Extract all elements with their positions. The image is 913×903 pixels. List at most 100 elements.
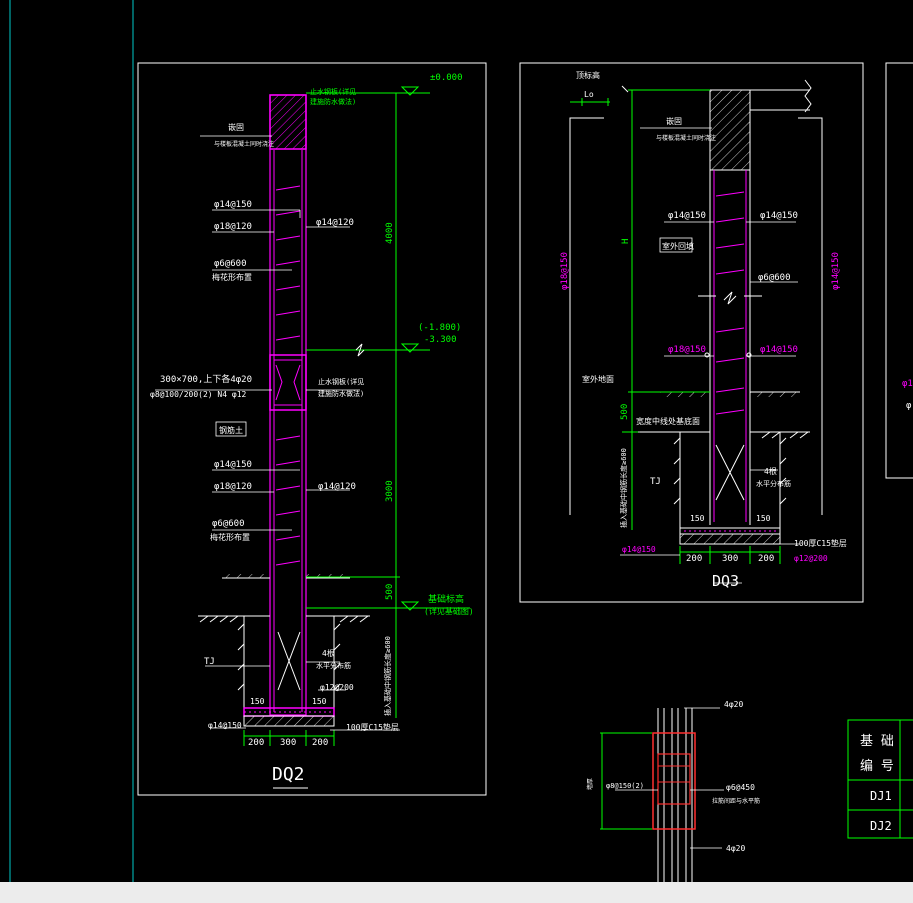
dq2-dim-vertical-note: 插入基础中钢筋长度≥600 [383, 636, 392, 716]
dq3-rebar-d: φ18@150 [668, 345, 706, 355]
dq2-base-150b: 150 [312, 697, 327, 706]
dq2-tj-label: TJ [204, 657, 215, 667]
dq3-base-left: φ14@150 [622, 545, 656, 554]
dq3-level-top: 顶标高 [576, 70, 600, 80]
dq3-base-layer: 100厚C15垫层 [794, 538, 847, 548]
dq2-wall-box [215, 421, 247, 437]
dq3-base-150a: 150 [690, 514, 705, 523]
dq3-dim-c: 200 [758, 554, 774, 564]
column-bottom-label: 4φ20 [726, 844, 745, 853]
dq2-beam-note: 止水钢板(详见 [318, 377, 364, 386]
dq2-bars-4: 4根 [322, 648, 335, 658]
dq2-rebar-5: φ18@120 [214, 482, 252, 492]
dq3-dimensions [570, 89, 781, 564]
dq3-bars-4: 4根 [764, 466, 777, 476]
detail-dq2[interactable]: DQ2 ±0.000 (-1.800) -3.300 基础标高 (详见基础图) … [137, 62, 487, 796]
dq2-base-rebar: φ12@200 [320, 683, 354, 692]
dq2-base-150a: 150 [250, 697, 265, 706]
dq3-rebar-left-long: φ18@150 [560, 252, 570, 290]
dq2-dim-500: 500 [385, 584, 395, 600]
dq2-level-mid-a: (-1.800) [418, 323, 461, 333]
dq3-h: H [621, 239, 631, 244]
dq2-rebar-6-sub: 梅花形布置 [210, 532, 250, 542]
dq2-dim-upper: 4000 [385, 222, 395, 244]
table-row-1[interactable]: DJ1 [870, 789, 892, 803]
column-ties [658, 765, 690, 783]
dq3-rebar-a: φ14@150 [668, 211, 706, 221]
dq2-leaders [155, 135, 400, 731]
dq3-dim-500: 500 [620, 404, 630, 420]
dq3-rebar-c: φ6@600 [758, 273, 791, 283]
dq3-rebar-b: φ14@150 [760, 211, 798, 221]
dq2-level-top: ±0.000 [430, 73, 463, 83]
dq3-wall-box [659, 237, 693, 253]
column-outline [657, 708, 693, 882]
dq2-top-note-b: 建施防水做法) [310, 97, 356, 106]
dq2-level-mid-b: -3.300 [424, 335, 457, 345]
column-right-sub: 拉筋间距与水平筋 [712, 797, 760, 805]
foundation-table[interactable]: 基 础 编 号 DJ1 DJ2 [847, 719, 913, 839]
dq2-rebar-right-2: φ14@120 [318, 482, 356, 492]
column-top-label: 4φ20 [724, 700, 743, 709]
dq2-label-cap-sub: 与楼板混凝土同时浇注 [214, 140, 274, 148]
partial-detail-right: φ1 φ [885, 62, 913, 479]
column-stirrup-inner [657, 753, 691, 805]
dq2-base-layer: 100厚C15垫层 [346, 722, 399, 732]
dq3-base-note: 宽度中线处基底面 [636, 416, 700, 426]
dq3-bar-dot-left [704, 352, 710, 358]
dq2-rebar-2: φ18@120 [214, 222, 252, 232]
table-header-a: 基 础 [860, 734, 894, 749]
dq2-beam-note-b: 建施防水做法) [318, 389, 364, 398]
dq2-dim-c: 200 [312, 738, 328, 748]
column-leaders [615, 707, 724, 849]
dq2-ground [198, 574, 370, 708]
dq3-base [679, 527, 781, 545]
table-frame [847, 719, 913, 839]
dq3-level-ground: 室外地面 [582, 374, 614, 384]
detail-dq3[interactable]: DQ3 Lo 顶标高 嵌固 与楼板混凝土同时浇注 φ18@150 φ14@150… [519, 62, 864, 603]
dq2-rebar-4: φ14@150 [214, 460, 252, 470]
dq2-wall [269, 94, 307, 716]
dq2-rebar-3: φ6@600 [214, 259, 247, 269]
dq2-base [243, 707, 335, 727]
column-left-label: φ8@150(2) [606, 782, 644, 790]
dq3-bar-dot-right [746, 352, 752, 358]
dq3-wall-box-label: 室外回填 [662, 241, 694, 251]
dq2-rebar-6: φ6@600 [212, 519, 245, 529]
column-stirrup-outer [652, 732, 696, 830]
dq2-level-base-sub: (详见基础图) [424, 606, 474, 616]
dq3-dim-b: 300 [722, 554, 738, 564]
partial-text-a: φ1 [902, 379, 913, 389]
dq2-title: DQ2 [272, 764, 305, 785]
dq2-dim-b: 300 [280, 738, 296, 748]
table-header-b: 编 号 [860, 759, 894, 774]
dq2-top-note: 止水钢板(详见 [310, 87, 356, 96]
dq3-base-rebar: φ12@200 [794, 554, 828, 563]
column-left-side: 墙厚 [586, 778, 594, 790]
dq2-wall-box-label: 钢筋土 [219, 425, 243, 435]
column-right-label: φ6@450 [726, 783, 755, 792]
dq3-wall [698, 79, 812, 525]
column-dimensions [600, 732, 652, 830]
dq2-rebar-3-sub: 梅花形布置 [212, 272, 252, 282]
dq3-title: DQ3 [712, 572, 739, 590]
dq2-base-left: φ14@150 [208, 721, 242, 730]
dq2-rebar-right-1: φ14@120 [316, 218, 354, 228]
partial-text-b: φ [906, 401, 912, 411]
dq2-frame [137, 62, 487, 796]
table-row-2[interactable]: DJ2 [870, 819, 892, 833]
column-section[interactable]: 4φ20 4φ20 φ8@150(2) 墙厚 φ6@450 拉筋间距与水平筋 [586, 700, 760, 882]
dq3-label-cap-sub: 与楼板混凝土同时浇注 [656, 134, 716, 142]
dq3-rebar-e: φ14@150 [760, 345, 798, 355]
dq3-tj: TJ [650, 477, 661, 487]
dq3-rebar-right-long: φ14@150 [831, 252, 841, 290]
dq3-dim-vertical-note: 插入基础中钢筋长度≥600 [619, 448, 628, 528]
dq3-frame [519, 62, 864, 603]
dq3-label-cap: 嵌固 [666, 117, 682, 126]
dq2-beam-label-b: φ8@100/200(2) N4 φ12 [150, 390, 247, 399]
dq2-dim-lower: 3000 [385, 480, 395, 502]
dq2-dimensions [243, 86, 470, 789]
dq3-base-150b: 150 [756, 514, 771, 523]
status-bar [0, 882, 913, 903]
